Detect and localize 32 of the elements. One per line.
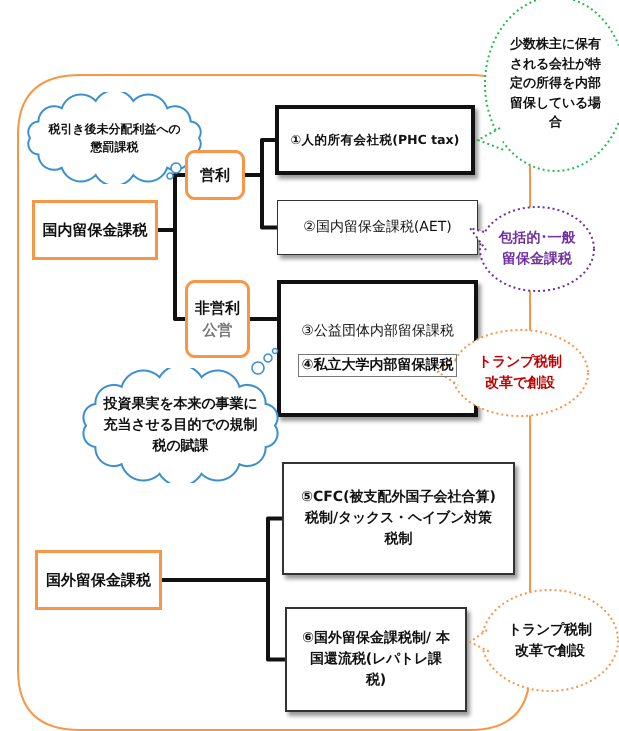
bubble-text: トランプ税制改革で創設 [507, 620, 593, 660]
tax-box [285, 607, 467, 712]
tax-box [277, 200, 478, 255]
bracket-connector [158, 228, 185, 321]
speech-bubble [478, 205, 596, 293]
box-label: 営利 [200, 164, 230, 186]
tax-box [277, 280, 478, 417]
box-label: 非営利 [195, 298, 240, 318]
category-box [185, 150, 245, 200]
category-box [32, 200, 158, 260]
speech-bubble [480, 588, 619, 693]
bubble-text: 少数株主に保有される会社が特定の所得を内部留保している場合 [508, 36, 602, 132]
tax-box [282, 462, 515, 575]
bubble-text: 投資果実を本来の事業に充当させる目的での規制税の賦課 [102, 395, 258, 456]
bracket-connector [245, 173, 277, 230]
category-box [35, 550, 162, 610]
bubble-text: 包括的･一般留保金課税 [497, 229, 576, 269]
box-label: ⑤CFC(被支配外国子会社合算)税制/タックス・ヘイブン対策税制 [300, 488, 497, 549]
box-label: ①人的所有会社税(PHC tax) [290, 130, 460, 149]
tax-box [275, 105, 475, 175]
category-box [185, 280, 250, 358]
box-label: ⑥国外留保金課税制/ 本国還流税(レパトレ課税) [301, 629, 451, 690]
box-label: 公営 [202, 320, 232, 341]
box-label: ③公益団体内部留保課税 [301, 322, 454, 340]
bubble-text: トランプ税制改革で創設 [477, 353, 563, 393]
bracket-connector [250, 317, 277, 321]
bubble-text: 税引き後未分配利益への懲罰課税 [47, 121, 182, 156]
box-label: 国内留保金課税 [42, 220, 148, 241]
box-label: ②国内留保金課税(AET) [303, 218, 452, 237]
box-label: ④私立大学内部留保課税 [298, 354, 458, 376]
box-label: 国外留保金課税 [46, 570, 151, 591]
speech-bubble [483, 0, 619, 173]
